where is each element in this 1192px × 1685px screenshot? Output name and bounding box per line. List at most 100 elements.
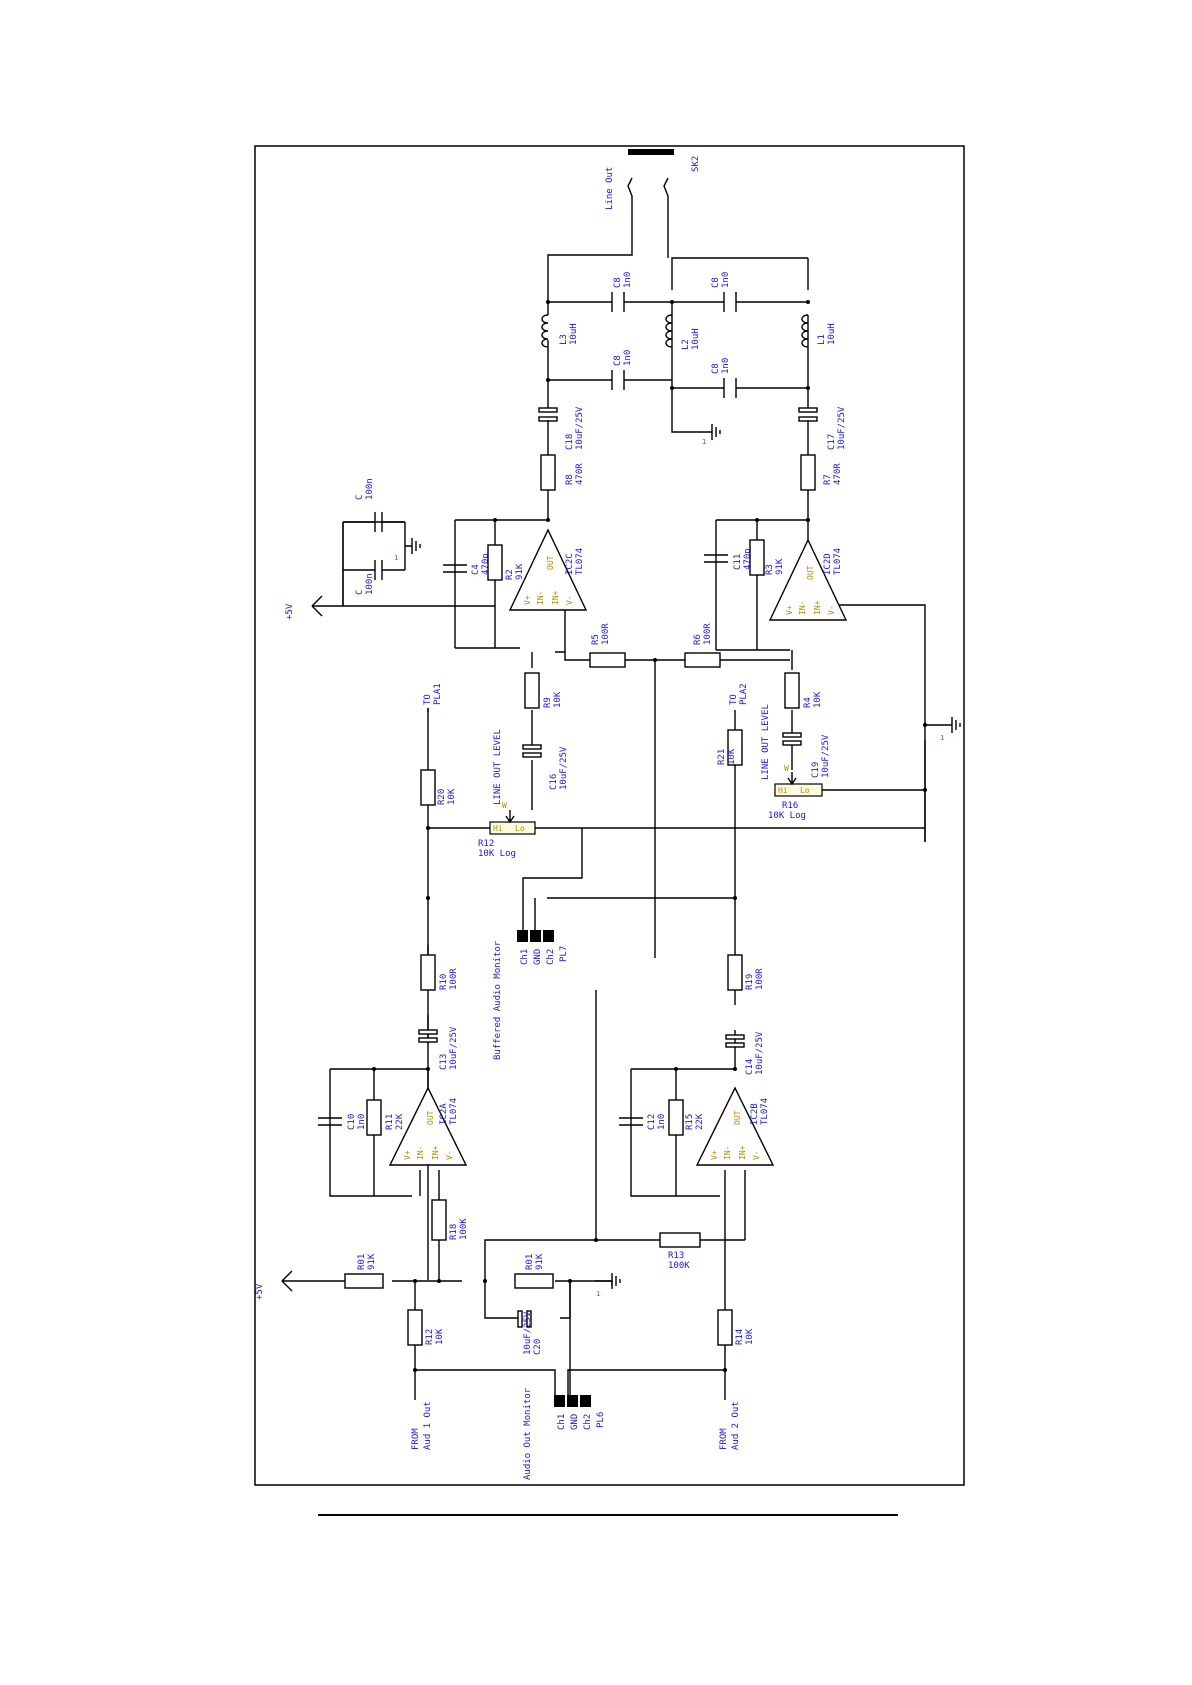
ic2b-inp-pin: IN+ (738, 1145, 747, 1160)
to-pla2-to: TO (729, 694, 739, 705)
pl7-pin-gnd: GND (533, 949, 543, 965)
ground-symbol-bottom: 1 (595, 1273, 621, 1298)
r12r-ref: R12 (425, 1329, 435, 1345)
pl6-name: PL6 (596, 1412, 606, 1428)
r18-ref: R18 (449, 1224, 459, 1240)
drawing-border (254, 145, 965, 1486)
resistor-r15: R15 22K (668, 1099, 705, 1136)
resistor-r6: R6 100R (684, 623, 721, 668)
r3-ref: R3 (765, 564, 775, 575)
c10-value: 1n0 (357, 1114, 367, 1130)
ic2c-ref: IC2C (565, 553, 575, 575)
ic2a-inm-pin: IN- (416, 1146, 425, 1160)
c20-ref: C20 (533, 1339, 543, 1355)
svg-text:1: 1 (394, 554, 398, 562)
c4-ref: C4 (471, 564, 481, 575)
c13-value: 10uF/25V (449, 1026, 459, 1070)
ic2b-type: TL074 (760, 1098, 770, 1125)
ic2d-vm-pin: V- (827, 605, 836, 615)
r21-ref: R21 (717, 749, 727, 765)
l1-ref: L1 (817, 334, 827, 345)
resistor-r19: R19 100R (727, 954, 765, 991)
cap-d-ref: C8 (711, 363, 721, 374)
r10-ref: R10 (439, 974, 449, 990)
capacitor-c12: C12 1n0 (619, 1114, 667, 1130)
c12-ref: C12 (647, 1114, 657, 1130)
cap-c-ref: C8 (711, 277, 721, 288)
pl7-title: Buffered Audio Monitor (493, 940, 503, 1060)
svg-text:1: 1 (940, 734, 944, 742)
resistor-r21: R21 10K (717, 729, 743, 766)
capacitor-c11: C11 470p (704, 548, 753, 570)
opamp-ic2a: OUT V+ IN- IN+ V- IC2A TL074 (388, 1086, 468, 1166)
ic2d-inp-pin: IN+ (813, 600, 822, 615)
r11-value: 22K (395, 1113, 405, 1130)
ic2b-vp-pin: V+ (710, 1150, 719, 1160)
capacitor-c17: C17 10uF/25V (798, 395, 847, 450)
r12-lo: Lo (515, 824, 525, 833)
rb1-value: 91K (367, 1253, 377, 1270)
r10-value: 100R (449, 968, 459, 990)
cap-d-value: 1n0 (721, 358, 731, 374)
r9-ref: R9 (543, 697, 553, 708)
capacitor-c10: C10 1n0 (318, 1114, 367, 1130)
ic2d-out-pin: OUT (806, 565, 815, 580)
resistor-r11: R11 22K (366, 1099, 405, 1136)
r4-value: 10K (813, 691, 823, 708)
ic2a-ref: IC2A (439, 1103, 449, 1125)
r4-ref: R4 (803, 697, 813, 708)
c10-ref: C10 (347, 1114, 357, 1130)
resistor-rb1: R01 91K (344, 1253, 384, 1289)
c17-value: 10uF/25V (837, 406, 847, 450)
resistor-r20: R20 10K (420, 769, 457, 806)
rb2-value: 91K (535, 1253, 545, 1270)
connector-pl6: Audio Out Monitor Ch1 GND Ch2 PL6 (523, 1387, 606, 1480)
r16-value: 10K Log (768, 811, 806, 821)
r2-value: 91K (515, 563, 525, 580)
wiring (282, 220, 945, 1400)
ic2a-vm-pin: V- (445, 1150, 454, 1160)
resistor-r5: R5 100R (589, 623, 626, 668)
r11-ref: R11 (385, 1114, 395, 1130)
output-jack-sk2: Line Out SK2 (605, 149, 701, 220)
r14-value: 10K (745, 1328, 755, 1345)
resistor-r18: R18 100K (431, 1199, 469, 1241)
r21-value: 10K (727, 748, 737, 765)
v5-top-label: +5V (285, 603, 295, 620)
ic2a-inp-pin: IN+ (431, 1145, 440, 1160)
c20-value: 10uF/25V (523, 1311, 533, 1355)
capacitor-c20: 10uF/25V C20 (517, 1310, 543, 1355)
ic2d-vp-pin: V+ (785, 605, 794, 615)
ic2b-vm-pin: V- (752, 1150, 761, 1160)
c12-value: 1n0 (657, 1114, 667, 1130)
resistor-r3: R3 91K (749, 539, 785, 576)
ic2c-type: TL074 (575, 548, 585, 575)
sk2-line-out-label: Line Out (605, 167, 615, 210)
pot-r16: Hi Lo W LINE OUT LEVEL R16 10K Log (761, 704, 823, 821)
to-pla2-name: PLA2 (739, 683, 749, 705)
r7-value: 470R (833, 463, 843, 485)
resistor-r9: R9 10K (524, 672, 563, 709)
supply-5v-bottom: +5V (255, 1270, 293, 1300)
rb2-ref: R01 (525, 1254, 535, 1270)
pl6-title: Audio Out Monitor (523, 1387, 533, 1480)
svg-text:1: 1 (596, 1290, 600, 1298)
r8-value: 470R (575, 463, 585, 485)
r14-ref: R14 (735, 1329, 745, 1345)
inductor-l3: L3 10uH (541, 314, 579, 348)
r16-lo: Lo (800, 786, 810, 795)
line-out-level-2: LINE OUT LEVEL (761, 704, 771, 780)
sk2-name: SK2 (691, 156, 701, 172)
r7-ref: R7 (823, 474, 833, 485)
to-pla2-label: TO PLA2 (729, 683, 749, 705)
v5-bottom-label: +5V (255, 1283, 265, 1300)
cap-e-ref: C (355, 495, 365, 500)
l2-value: 10uH (691, 328, 701, 350)
ic2d-inm-pin: IN- (798, 601, 807, 615)
from2-source: Aud 2 Out (731, 1401, 741, 1450)
cap-a-ref: C8 (613, 277, 623, 288)
filter-cap-c: C8 1n0 (710, 272, 750, 312)
l1-value: 10uH (827, 323, 837, 345)
cap-a-value: 1n0 (623, 272, 633, 288)
